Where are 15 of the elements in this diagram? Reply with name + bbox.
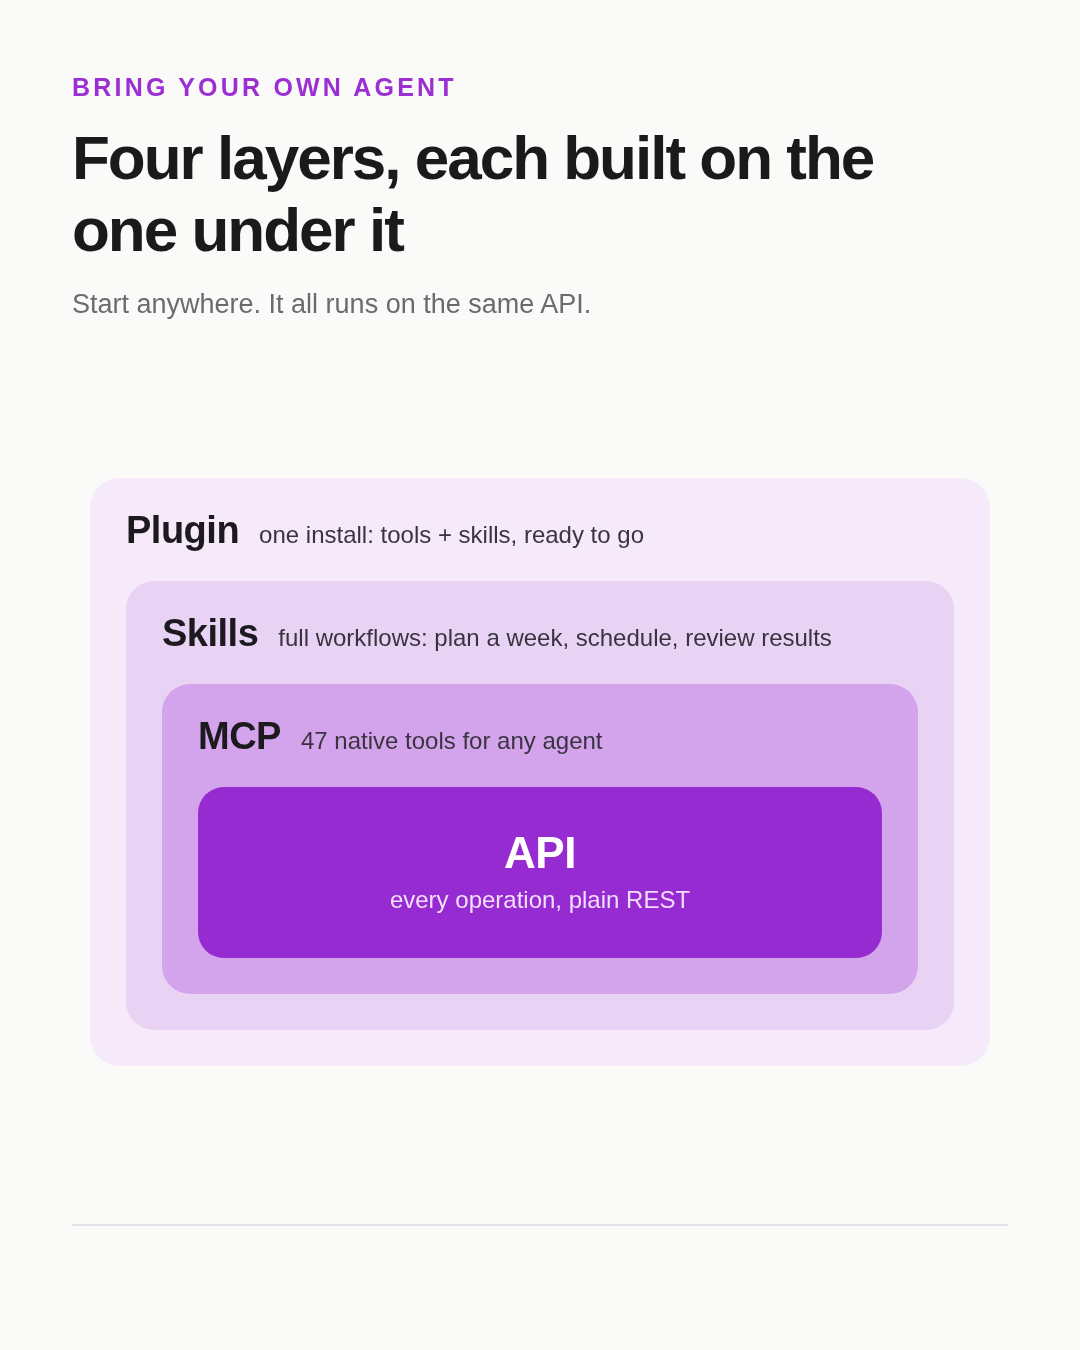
subtitle: Start anywhere. It all runs on the same API. xyxy=(72,288,592,320)
eyebrow-label: BRING YOUR OWN AGENT xyxy=(72,72,457,102)
layer-panel xyxy=(90,478,990,1066)
page-title: Four layers, each built on the one under it xyxy=(72,122,875,266)
layer-panel xyxy=(162,684,918,994)
layer-description: 47 native tools for any agent xyxy=(300,726,603,756)
layer-heading: Skills xyxy=(162,611,259,656)
layer-panel xyxy=(198,787,882,958)
layer-description: one install: tools + skills, ready to go xyxy=(259,520,644,550)
layer-description: full workflows: plan a week, schedule, review results xyxy=(278,623,832,653)
layer-panel xyxy=(126,581,954,1030)
layer-heading: API xyxy=(504,826,576,879)
layer-description: every operation, plain REST xyxy=(389,884,691,915)
layer-heading: MCP xyxy=(198,714,281,759)
layer-heading: Plugin xyxy=(126,508,240,553)
